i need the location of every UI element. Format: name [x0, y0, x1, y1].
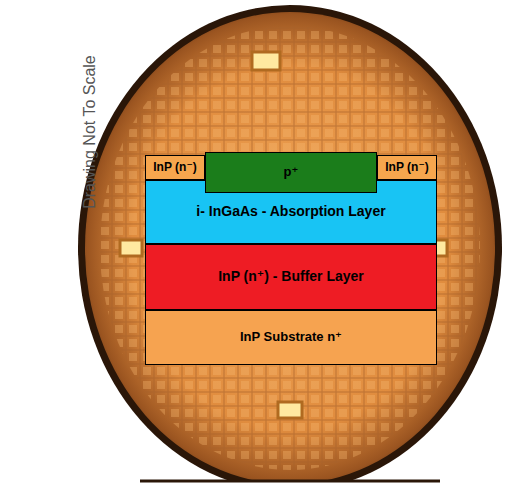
scale-note: Drawing Not To Scale — [81, 55, 99, 209]
layer-label: InP (n⁺) - Buffer Layer — [218, 269, 364, 284]
layer-label: InP (n⁻) — [153, 161, 196, 174]
layer-band: InP (n⁻) — [377, 155, 437, 180]
layer-label: p⁺ — [284, 165, 299, 179]
contact-band: p⁺ — [205, 152, 377, 193]
layer-band: InP (n⁺) - Buffer Layer — [145, 244, 437, 310]
layer-label: i- InGaAs - Absorption Layer — [196, 204, 385, 219]
layer-label: InP (n⁻) — [385, 161, 428, 174]
layer-band: InP (n⁻) — [145, 155, 205, 180]
layer-label: InP Substrate n⁺ — [240, 330, 342, 344]
layer-band: InP Substrate n⁺ — [145, 310, 437, 365]
